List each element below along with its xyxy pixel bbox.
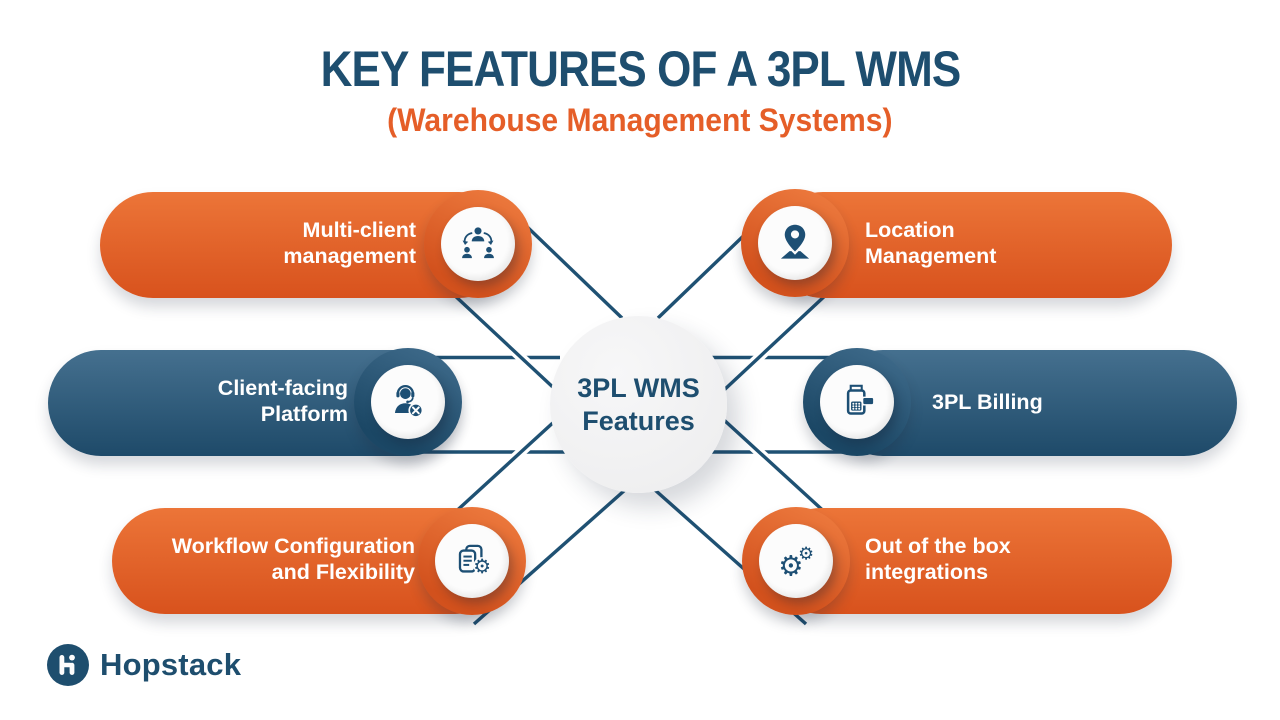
- svg-text:⚙: ⚙: [798, 544, 814, 564]
- feature-label: Workflow Configuration and Flexibility: [171, 534, 415, 584]
- payment-terminal-icon: [846, 384, 874, 415]
- icon-badge: ⚙: [435, 524, 509, 598]
- center-node: 3PL WMS Features: [550, 316, 727, 493]
- icon-badge: ⚙ ⚙: [759, 524, 833, 598]
- gears-icon: ⚙ ⚙: [778, 544, 814, 583]
- feature-label: Out of the box integrations: [865, 534, 1011, 584]
- feature-label: 3PL Billing: [932, 390, 1043, 414]
- header: KEY FEATURES OF A 3PL WMS: [0, 40, 1280, 98]
- feature-label: Multi-client management: [283, 218, 416, 268]
- icon-badge: [758, 206, 832, 280]
- feature-label: Client-facing Platform: [217, 376, 348, 426]
- location-pin-icon: [780, 224, 810, 259]
- org-hierarchy-icon: [462, 227, 494, 259]
- hopstack-logo-icon: [47, 644, 89, 686]
- brand-name: Hopstack: [100, 647, 242, 682]
- icon-badge: [441, 207, 515, 281]
- icon-badge: [371, 365, 445, 439]
- svg-text:⚙: ⚙: [473, 555, 491, 578]
- page-title: KEY FEATURES OF A 3PL WMS: [320, 41, 961, 97]
- svg-text:⚙: ⚙: [778, 550, 803, 583]
- center-node-label: 3PL WMS Features: [577, 372, 700, 436]
- support-agent-icon: [394, 385, 424, 418]
- feature-label: Location Management: [865, 218, 997, 268]
- document-gear-icon: ⚙: [458, 544, 491, 578]
- brand-footer: Hopstack: [46, 643, 241, 687]
- icon-badge: [820, 365, 894, 439]
- page-subtitle: (Warehouse Management Systems): [387, 102, 893, 138]
- subheader: (Warehouse Management Systems): [0, 102, 1280, 139]
